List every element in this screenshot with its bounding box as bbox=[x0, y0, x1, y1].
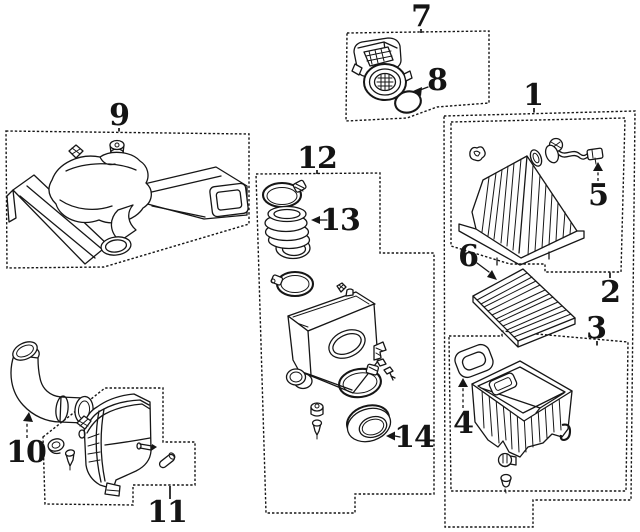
callout-4-label[interactable]: 4 bbox=[453, 406, 474, 441]
callout-10[interactable]: 10 bbox=[6, 412, 47, 470]
callout-12[interactable]: 12 bbox=[297, 141, 338, 176]
group-box-12 bbox=[255, 172, 435, 514]
part-air-intake-duct-7 bbox=[351, 37, 413, 101]
part-air-inlet-tube-10 bbox=[10, 341, 94, 425]
callout-4[interactable]: 4 bbox=[453, 378, 474, 441]
part-air-cleaner-lower-case bbox=[471, 360, 573, 466]
callout-7[interactable]: 7 bbox=[411, 0, 432, 34]
callout-10-label[interactable]: 10 bbox=[6, 435, 47, 470]
callout-9[interactable]: 9 bbox=[109, 98, 130, 133]
group-box-11 bbox=[42, 387, 196, 506]
part-hose-clamp-upper bbox=[261, 179, 307, 209]
part-screw bbox=[500, 473, 512, 494]
part-air-filter-element-6 bbox=[472, 268, 576, 348]
callout-6[interactable]: 6 bbox=[458, 239, 497, 280]
callout-11-label[interactable]: 11 bbox=[147, 495, 188, 530]
part-clip bbox=[469, 146, 486, 162]
group-box-1 bbox=[443, 110, 636, 528]
group-box-3 bbox=[448, 330, 629, 492]
callout-11[interactable]: 11 bbox=[147, 486, 188, 530]
part-grommet bbox=[310, 402, 324, 417]
callout-5[interactable]: 5 bbox=[588, 162, 609, 213]
part-air-temp-sensor-5 bbox=[544, 137, 604, 165]
callout-14-label[interactable]: 14 bbox=[394, 420, 435, 455]
callout-2[interactable]: 2 bbox=[600, 272, 621, 311]
part-o-ring-8 bbox=[394, 90, 422, 114]
callout-3-label[interactable]: 3 bbox=[586, 311, 607, 346]
group-box-2 bbox=[450, 117, 626, 273]
part-seal-gasket-4 bbox=[454, 343, 494, 379]
callout-5-label[interactable]: 5 bbox=[588, 178, 609, 213]
group-box-7 bbox=[345, 30, 490, 122]
part-air-intake-hose-13 bbox=[264, 205, 311, 260]
part-screw bbox=[311, 419, 323, 440]
callout-1-label[interactable]: 1 bbox=[523, 78, 544, 113]
part-grommet bbox=[47, 438, 65, 455]
part-grommet bbox=[497, 452, 513, 468]
part-oval-grommet bbox=[529, 149, 543, 167]
callout-6-label[interactable]: 6 bbox=[458, 239, 479, 274]
callout-13[interactable]: 13 bbox=[311, 203, 361, 238]
part-hose-clamp-outlet bbox=[338, 363, 382, 399]
part-j-hook-clip bbox=[559, 423, 572, 442]
callout-7-label[interactable]: 7 bbox=[411, 0, 432, 34]
part-hose-clamp-lower bbox=[270, 270, 315, 298]
callout-8[interactable]: 8 bbox=[413, 63, 448, 98]
callout-9-label[interactable]: 9 bbox=[109, 98, 130, 133]
callout-3[interactable]: 3 bbox=[586, 311, 607, 346]
part-air-duct-ring-14 bbox=[346, 404, 392, 443]
part-screw bbox=[64, 449, 76, 471]
group-box-9 bbox=[5, 130, 250, 269]
callout-2-label[interactable]: 2 bbox=[600, 275, 621, 310]
callout-14[interactable]: 14 bbox=[386, 420, 435, 455]
part-clip-small bbox=[336, 282, 347, 293]
part-air-cleaner-upper-case bbox=[285, 288, 396, 394]
part-air-cleaner-cover bbox=[458, 155, 585, 266]
part-air-duct-assembly-9 bbox=[6, 139, 249, 265]
part-resonator-assembly bbox=[76, 393, 157, 497]
callout-8-label[interactable]: 8 bbox=[427, 63, 448, 98]
callout-1[interactable]: 1 bbox=[523, 78, 544, 113]
part-stud-pin bbox=[158, 452, 176, 469]
